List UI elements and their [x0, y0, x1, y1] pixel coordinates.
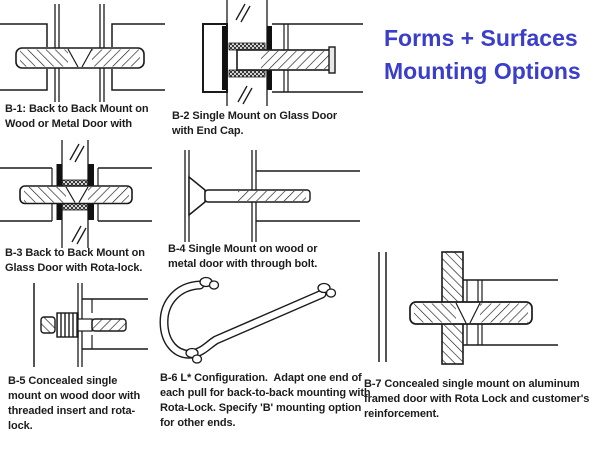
- caption-b6: B-6 L* Configuration. Adapt one end of e…: [160, 372, 374, 429]
- countersunk-bolt-head: [188, 175, 206, 217]
- pull-body-outline: [0, 23, 165, 91]
- caption-b1: B-1: Back to Back Mount on Wood or Metal…: [5, 103, 152, 130]
- diagram-b6-l-configuration-pull: [150, 274, 370, 370]
- diagram-b7-concealed-mount-aluminum-frame: [360, 232, 595, 372]
- through-bolt-shaft: [204, 189, 311, 203]
- caption-b4: B-4 Single Mount on wood or metal door w…: [168, 243, 321, 270]
- sheet-title: Forms + Surfaces Mounting Options: [384, 22, 581, 88]
- rota-lock-nut: [40, 316, 56, 334]
- diagram-b5-concealed-mount-threaded-insert: [0, 283, 150, 367]
- diagram-b2-single-mount-glass-door-end-cap: [163, 0, 363, 106]
- threaded-rod: [409, 301, 533, 325]
- door-face-lines: [378, 252, 387, 362]
- mounting-studs: [185, 276, 337, 364]
- diagram-b3-back-to-back-glass-door-rota-lock: [0, 140, 170, 248]
- pull-post-lines: [82, 298, 148, 350]
- knurled-threaded-insert: [56, 312, 79, 338]
- threaded-stud: [77, 318, 127, 332]
- sheet-title-line-2: Mounting Options: [384, 58, 581, 84]
- caption-b7: B-7 Concealed single mount on aluminum f…: [364, 378, 593, 420]
- threaded-rod: [19, 185, 133, 205]
- diagram-b4-single-mount-through-bolt: [160, 150, 360, 242]
- caption-b2: B-2 Single Mount on Glass Door with End …: [172, 110, 341, 137]
- diagram-b1-back-to-back-wood-metal-door: [0, 4, 165, 102]
- sheet-title-line-1: Forms + Surfaces: [384, 25, 578, 51]
- threaded-rod: [15, 47, 145, 69]
- pull-tube: [159, 280, 327, 359]
- caption-b5: B-5 Concealed single mount on wood door …: [8, 375, 144, 432]
- caption-b3: B-3 Back to Back Mount on Glass Door wit…: [5, 247, 148, 274]
- pull-post-lines: [256, 170, 360, 222]
- threaded-stud: [236, 46, 336, 74]
